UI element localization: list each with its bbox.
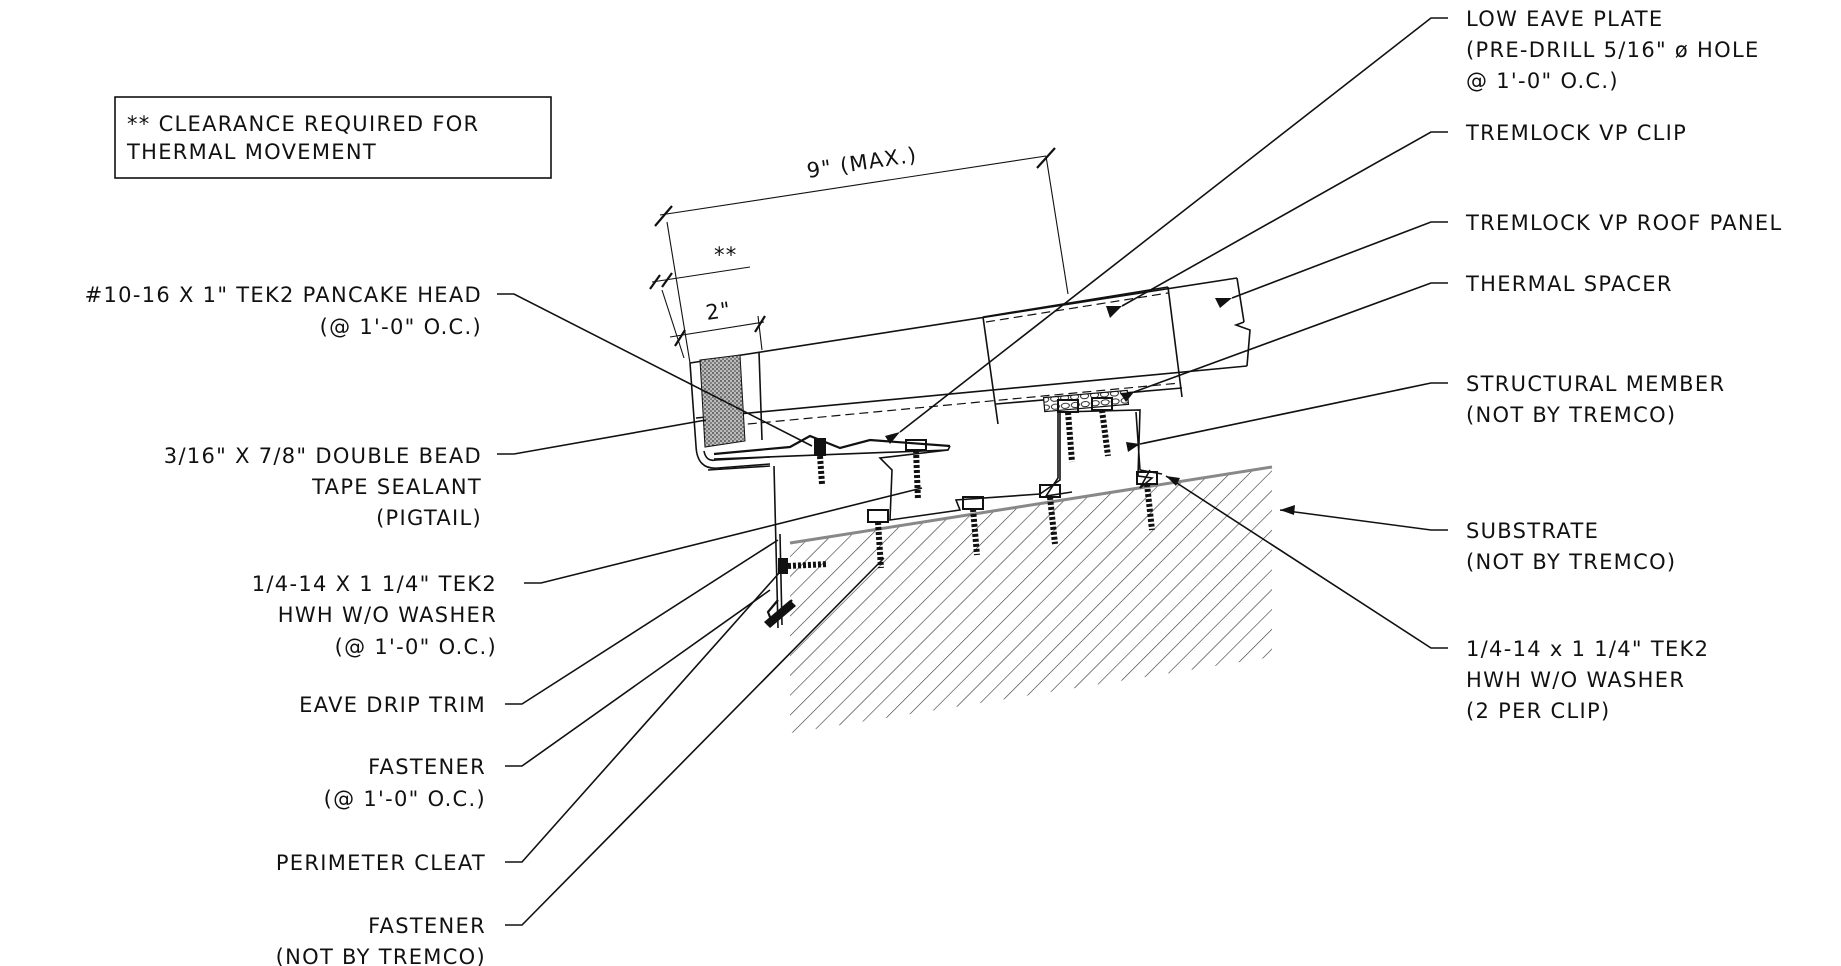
substrate-screw-4 xyxy=(1136,471,1158,531)
label-vp-clip: TREMLOCK VP CLIP xyxy=(1465,121,1687,145)
dim-overall: 9" (MAX.) xyxy=(805,143,919,183)
label-pancake-head-2: (@ 1'-0" O.C.) xyxy=(320,315,482,339)
label-eave-drip-trim: EAVE DRIP TRIM xyxy=(299,693,486,717)
label-fastener-oc-2: (@ 1'-0" O.C.) xyxy=(324,787,486,811)
label-fastener-nbt-2: (NOT BY TREMCO) xyxy=(276,945,486,966)
perimeter-cleat xyxy=(764,465,796,629)
note-box xyxy=(114,96,552,179)
fasteners xyxy=(778,397,1158,574)
note-line-2: THERMAL MOVEMENT xyxy=(126,140,377,164)
label-clip-fastener-1: 1/4-14 x 1 1/4" TEK2 xyxy=(1466,637,1709,661)
label-clip-fastener-2: HWH W/O WASHER xyxy=(1466,668,1685,692)
thermal-spacer xyxy=(1042,389,1130,413)
dim-clearance: ** xyxy=(714,243,738,267)
label-low-eave-plate-1: LOW EAVE PLATE xyxy=(1466,7,1663,31)
roof-panel xyxy=(689,277,1251,471)
label-substrate-1: SUBSTRATE xyxy=(1466,519,1599,543)
label-substrate-2: (NOT BY TREMCO) xyxy=(1466,550,1676,574)
clearance-note: ** CLEARANCE REQUIRED FOR THERMAL MOVEME… xyxy=(114,96,552,179)
label-tape-sealant-1: 3/16" X 7/8" DOUBLE BEAD xyxy=(164,444,482,468)
label-clip-fastener-3: (2 PER CLIP) xyxy=(1466,699,1610,723)
label-pancake-head-1: #10-16 X 1" TEK2 PANCAKE HEAD xyxy=(85,283,482,307)
label-tape-sealant-3: (PIGTAIL) xyxy=(376,506,482,530)
labels-right: LOW EAVE PLATE (PRE-DRILL 5/16" ø HOLE @… xyxy=(1465,7,1782,723)
clip-screw-1 xyxy=(1057,399,1079,463)
note-line-1: ** CLEARANCE REQUIRED FOR xyxy=(127,112,479,136)
label-hwh-fastener-1: 1/4-14 X 1 1/4" TEK2 xyxy=(252,572,497,596)
label-fastener-nbt-1: FASTENER xyxy=(368,914,486,938)
dimensions: 9" (MAX.) ** 2" xyxy=(649,143,1069,364)
label-hwh-fastener-3: (@ 1'-0" O.C.) xyxy=(335,635,497,659)
cleat-screw xyxy=(778,558,829,574)
clip-screw-2 xyxy=(1091,397,1113,457)
label-structural-member-2: (NOT BY TREMCO) xyxy=(1466,403,1676,427)
label-structural-member-1: STRUCTURAL MEMBER xyxy=(1466,372,1725,396)
label-fastener-oc-1: FASTENER xyxy=(368,755,486,779)
label-roof-panel: TREMLOCK VP ROOF PANEL xyxy=(1465,211,1782,235)
substrate-screw-1 xyxy=(867,509,889,569)
leader-lines xyxy=(497,17,1448,926)
label-hwh-fastener-2: HWH W/O WASHER xyxy=(278,603,497,627)
label-low-eave-plate-3: @ 1'-0" O.C.) xyxy=(1466,69,1619,93)
labels-left: #10-16 X 1" TEK2 PANCAKE HEAD (@ 1'-0" O… xyxy=(85,283,497,966)
plate-screw xyxy=(905,439,927,501)
substrate xyxy=(789,465,1273,733)
label-perimeter-cleat: PERIMETER CLEAT xyxy=(276,851,486,875)
dim-seal-offset: 2" xyxy=(704,297,733,325)
substrate-screw-2 xyxy=(962,496,984,556)
label-low-eave-plate-2: (PRE-DRILL 5/16" ø HOLE xyxy=(1466,38,1760,62)
label-thermal-spacer: THERMAL SPACER xyxy=(1465,272,1673,296)
label-tape-sealant-2: TAPE SEALANT xyxy=(311,475,482,499)
pancake-screw xyxy=(814,438,826,485)
substrate-screw-3 xyxy=(1039,484,1061,545)
